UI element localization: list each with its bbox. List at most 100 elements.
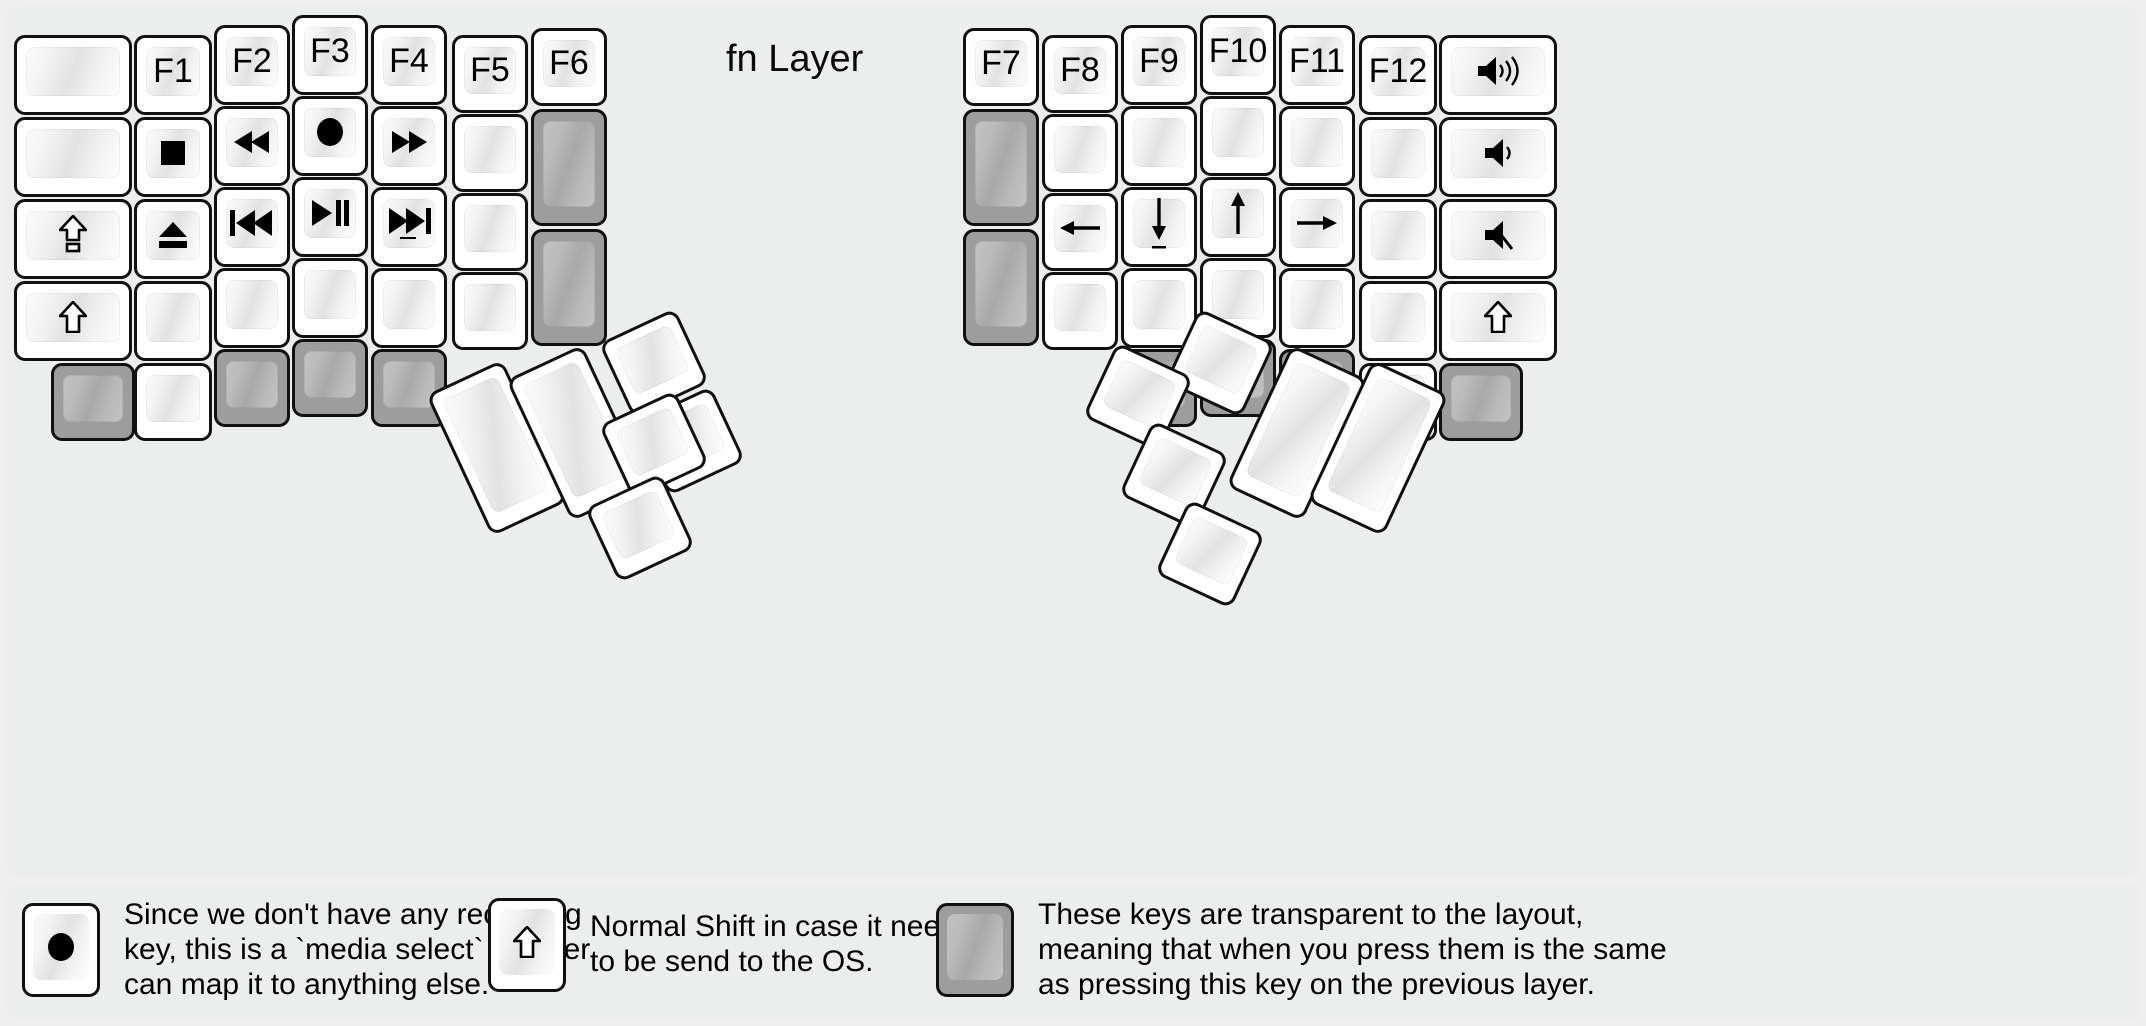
keycap-surface: [304, 351, 356, 398]
key-l-c3-r4[interactable]: [292, 339, 368, 417]
legend-shift-key: [488, 898, 566, 992]
keycap-surface: [1291, 199, 1343, 248]
keycap-surface: [1291, 118, 1343, 167]
key-r-c4-r0[interactable]: F11: [1279, 25, 1355, 105]
key-l-c0-r3[interactable]: [14, 281, 132, 361]
keycap-surface: [1212, 108, 1264, 157]
key-l-c3-r0[interactable]: F3: [292, 15, 368, 95]
keycap-surface: [1054, 126, 1106, 173]
keycap-surface: [146, 293, 200, 342]
keycap-surface: [1291, 280, 1343, 329]
key-l-c5-r3[interactable]: [452, 272, 528, 350]
key-l-c4-r3[interactable]: [371, 268, 447, 348]
key-l-c1-r1[interactable]: [134, 117, 212, 197]
key-r-c1-r3[interactable]: [1042, 272, 1118, 350]
keycap-surface: [614, 406, 691, 478]
legend-panel: [6, 884, 2140, 1020]
key-l-c6-r1[interactable]: [531, 109, 607, 226]
legend-transparent-text: These keys are transparent to the layout…: [1038, 898, 1667, 1001]
key-l-c0-r4[interactable]: [51, 363, 135, 441]
keycap-surface: [1101, 358, 1178, 430]
keycap-surface: [975, 40, 1027, 87]
key-l-c2-r1[interactable]: [214, 106, 290, 186]
legend-record-key: [22, 903, 100, 998]
key-r-c4-r2[interactable]: [1279, 187, 1355, 267]
legend-record: Since we don't have any recording key, t…: [22, 898, 590, 1002]
key-r-c3-r1[interactable]: [1200, 96, 1276, 176]
key-l-c6-r0[interactable]: F6: [531, 28, 607, 106]
key-r-c5-r0[interactable]: F12: [1359, 35, 1437, 115]
key-r-c3-r0[interactable]: F10: [1200, 15, 1276, 95]
key-r-c2-r2[interactable]: [1121, 187, 1197, 267]
key-l-c5-r2[interactable]: [452, 193, 528, 271]
key-r-c4-r1[interactable]: [1279, 106, 1355, 186]
keycap-surface: [1371, 211, 1425, 260]
keycap-surface: [26, 129, 120, 178]
key-r-c3-r2[interactable]: [1200, 177, 1276, 257]
keycap-surface: [226, 361, 278, 408]
key-r-c0-r2[interactable]: [963, 229, 1039, 346]
media-record-icon: [46, 932, 76, 962]
keycap-surface: [1212, 189, 1264, 238]
key-l-c0-r0[interactable]: [14, 35, 132, 115]
keycap-surface: [226, 199, 278, 248]
key-l-c0-r1[interactable]: [14, 117, 132, 197]
key-l-c5-r0[interactable]: F5: [452, 35, 528, 113]
key-r-c5-r1[interactable]: [1359, 117, 1437, 197]
key-l-c6-r2[interactable]: [531, 229, 607, 346]
shift-icon: [513, 926, 541, 958]
key-r-c2-r3[interactable]: [1121, 268, 1197, 348]
key-r-c3-r3[interactable]: [1200, 258, 1276, 338]
key-l-c3-r3[interactable]: [292, 258, 368, 338]
key-l-c2-r2[interactable]: [214, 187, 290, 267]
key-r-c4-r3[interactable]: [1279, 268, 1355, 348]
key-r-c0-r1[interactable]: [963, 109, 1039, 226]
key-l-c1-r3[interactable]: [134, 281, 212, 361]
key-l-c4-r1[interactable]: [371, 106, 447, 186]
key-r-c6-r3[interactable]: [1439, 281, 1557, 361]
keycap-surface: [975, 241, 1027, 327]
key-r-c1-r2[interactable]: [1042, 193, 1118, 271]
key-r-c5-r3[interactable]: [1359, 281, 1437, 361]
key-r-c5-r2[interactable]: [1359, 199, 1437, 279]
keycap-surface: [226, 118, 278, 167]
keycap-surface: [304, 27, 356, 76]
keycap-surface: [464, 205, 516, 252]
key-r-c2-r0[interactable]: F9: [1121, 25, 1197, 105]
key-l-c2-r4[interactable]: [214, 349, 290, 427]
key-r-c0-r0[interactable]: F7: [963, 28, 1039, 106]
key-l-c0-r2[interactable]: [14, 199, 132, 279]
key-l-c3-r1[interactable]: [292, 96, 368, 176]
key-l-c4-r0[interactable]: F4: [371, 25, 447, 105]
keycap-surface: [1133, 37, 1185, 86]
keycap-surface: [1212, 27, 1264, 76]
keycap-surface: [1054, 205, 1106, 252]
key-r-c6-r4[interactable]: [1439, 363, 1523, 441]
key-r-c6-r0[interactable]: [1439, 35, 1557, 115]
key-r-c2-r1[interactable]: [1121, 106, 1197, 186]
key-r-c6-r2[interactable]: [1439, 199, 1557, 279]
key-r-c6-r1[interactable]: [1439, 117, 1557, 197]
key-l-c4-r2[interactable]: [371, 187, 447, 267]
key-l-c3-r2[interactable]: [292, 177, 368, 257]
keycap-surface: [383, 280, 435, 329]
key-l-c5-r1[interactable]: [452, 114, 528, 192]
key-l-c1-r4[interactable]: [134, 363, 212, 441]
keycap-surface: [226, 280, 278, 329]
key-l-c1-r0[interactable]: F1: [134, 35, 212, 115]
key-l-c2-r0[interactable]: F2: [214, 25, 290, 105]
keycap-surface: [464, 284, 516, 331]
keycap-surface: [1451, 47, 1545, 96]
key-l-c1-r2[interactable]: [134, 199, 212, 279]
key-r-c1-r0[interactable]: F8: [1042, 35, 1118, 113]
keycap-surface: [1173, 515, 1250, 587]
keycap-surface: [26, 293, 120, 342]
key-l-c2-r3[interactable]: [214, 268, 290, 348]
keycap-surface: [1371, 293, 1425, 342]
legend-transparent-key: [936, 903, 1014, 998]
key-r-c1-r1[interactable]: [1042, 114, 1118, 192]
legend-transparent: These keys are transparent to the layout…: [936, 898, 1667, 1002]
page-title: fn Layer: [726, 38, 864, 80]
legend-shift: Normal Shift in case it needs to be send…: [488, 898, 972, 992]
keycap-surface: [226, 37, 278, 86]
